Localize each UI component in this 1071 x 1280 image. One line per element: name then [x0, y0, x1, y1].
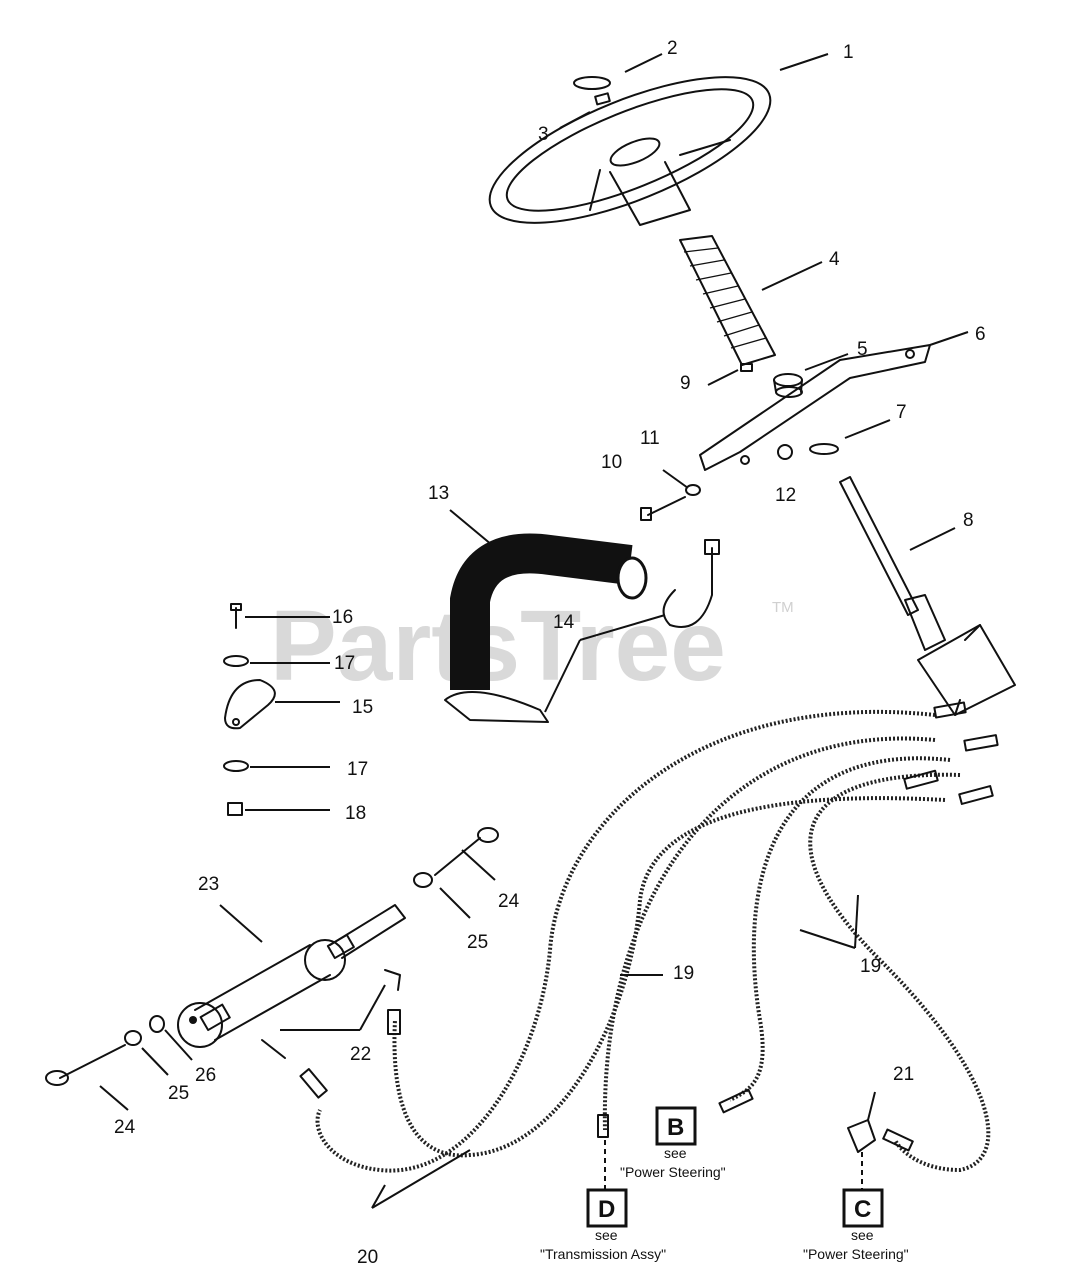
screw-16 — [230, 603, 242, 629]
callout-24-left: 24 — [114, 1117, 136, 1138]
callout-labels: 1 2 3 4 5 6 7 8 9 10 11 12 13 14 15 16 1… — [114, 38, 986, 1268]
callout-23: 23 — [198, 874, 219, 895]
reference-b-target: "Power Steering" — [620, 1164, 726, 1180]
callout-12: 12 — [775, 485, 796, 506]
callout-17-bottom: 17 — [347, 759, 368, 780]
steering-bracket — [699, 344, 931, 471]
callout-1: 1 — [843, 42, 854, 63]
hydraulic-hoses — [315, 709, 991, 1173]
reference-b-letter: B — [667, 1114, 684, 1141]
callout-7: 7 — [896, 402, 907, 423]
callout-15: 15 — [352, 697, 373, 718]
washer-7 — [809, 443, 839, 455]
callout-10: 10 — [601, 452, 622, 473]
callout-19-left: 19 — [673, 963, 694, 984]
hose-sleeve — [450, 533, 648, 690]
callout-2: 2 — [667, 38, 678, 59]
callout-4: 4 — [829, 249, 840, 270]
callout-22: 22 — [350, 1044, 371, 1065]
callout-24-right: 24 — [498, 891, 520, 912]
bolt-10 — [640, 496, 686, 521]
nut-18 — [227, 802, 243, 816]
rod-end-24-left — [45, 1044, 126, 1086]
reference-c: C see "Power Steering" — [803, 1188, 909, 1262]
reference-c-letter: C — [854, 1196, 871, 1223]
callout-8: 8 — [963, 510, 974, 531]
nut-12 — [777, 444, 793, 460]
callout-21: 21 — [893, 1064, 914, 1085]
elbow-fitting-21 — [847, 1119, 876, 1153]
callout-11: 11 — [640, 428, 660, 449]
reference-d-target: "Transmission Assy" — [540, 1246, 666, 1262]
washer-17-top — [223, 655, 249, 667]
callout-17-top: 17 — [334, 653, 355, 674]
pin — [740, 363, 753, 372]
reference-b-see: see — [664, 1145, 687, 1161]
reference-d: D see "Transmission Assy" — [540, 1188, 666, 1262]
jam-nut-25-right — [413, 872, 433, 888]
callout-25-left: 25 — [168, 1083, 189, 1104]
watermark: PartsTree — [270, 590, 726, 702]
steering-boot — [679, 235, 776, 366]
jam-nut-25-left — [124, 1030, 142, 1046]
washer-17-bottom — [223, 760, 249, 772]
steering-shaft — [839, 476, 1016, 716]
reference-d-letter: D — [598, 1196, 615, 1223]
callout-13: 13 — [428, 483, 449, 504]
callout-25-right: 25 — [467, 932, 488, 953]
callout-16: 16 — [332, 607, 353, 628]
wheel-cap — [573, 76, 611, 90]
reference-d-see: see — [595, 1227, 618, 1243]
reference-connectors — [604, 1140, 863, 1190]
steering-cylinder — [177, 904, 406, 1048]
washer-11 — [685, 484, 701, 496]
callout-26: 26 — [195, 1065, 216, 1086]
clamp-15 — [224, 679, 276, 730]
rod-end-24-right — [434, 827, 499, 876]
callout-14: 14 — [553, 612, 575, 633]
reference-c-see: see — [851, 1227, 874, 1243]
cap-insert — [594, 92, 611, 106]
callout-5: 5 — [857, 339, 868, 360]
callout-6: 6 — [975, 324, 986, 345]
callout-9: 9 — [680, 373, 691, 394]
leader-lines — [99, 53, 969, 1209]
callout-3: 3 — [538, 124, 549, 145]
hose-end-fittings — [299, 701, 999, 1152]
callout-18: 18 — [345, 803, 366, 824]
reference-c-target: "Power Steering" — [803, 1246, 909, 1262]
elbow-fitting-22 — [261, 969, 401, 1059]
reference-b: B see "Power Steering" — [620, 1106, 726, 1180]
bushing — [773, 373, 803, 398]
tie-strap — [444, 539, 720, 723]
callout-20: 20 — [357, 1247, 378, 1268]
steering-wheel — [488, 76, 772, 226]
callout-19-right: 19 — [860, 956, 881, 977]
watermark-trademark: TM — [772, 599, 794, 616]
washer-26 — [149, 1015, 165, 1033]
